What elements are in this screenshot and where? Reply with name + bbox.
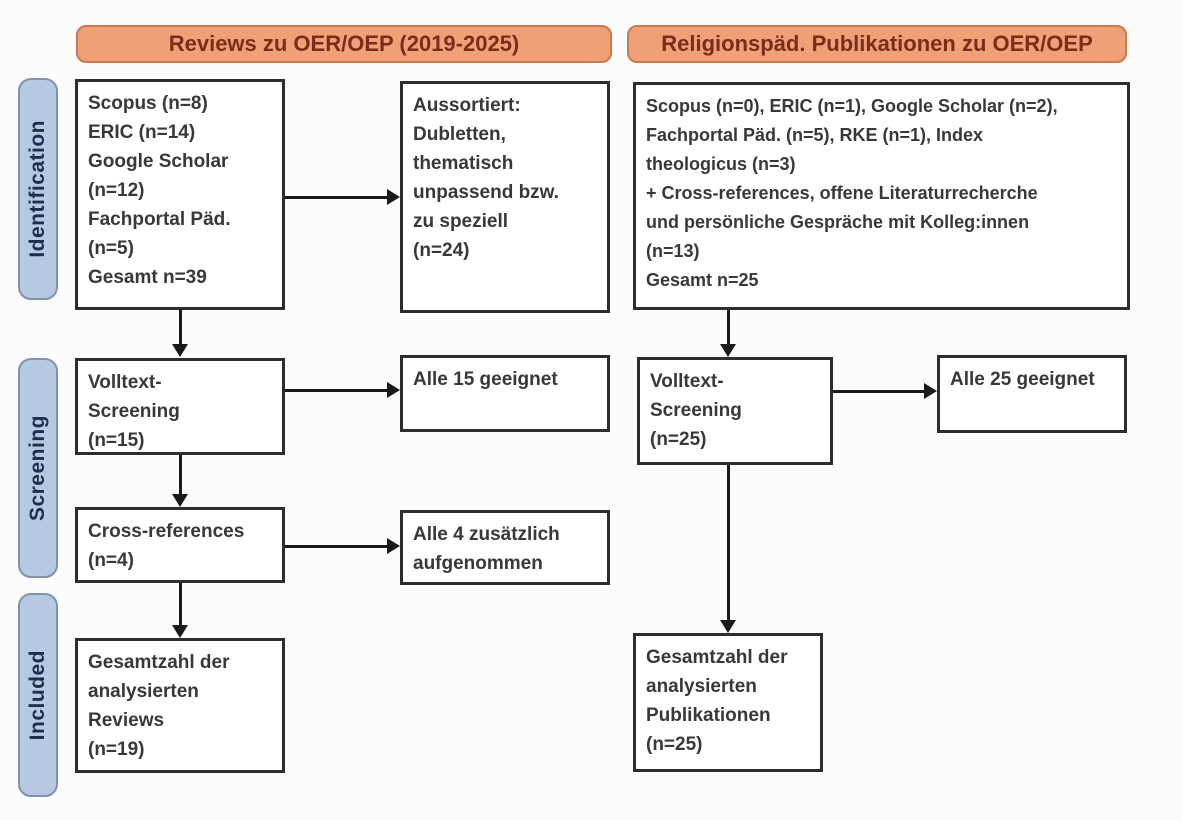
box-left-fulltext-screening: Volltext- Screening (n=15): [75, 358, 285, 455]
arrow-left-crossref-to-added-line: [285, 545, 388, 548]
box-right-eligible: Alle 25 geeignet: [937, 355, 1127, 433]
stage-label-screening: Screening: [26, 414, 49, 522]
arrow-left-crossref-to-added-head: [387, 538, 400, 554]
arrow-left-fulltext-down-head: [172, 494, 188, 507]
arrow-left-crossref-down-head: [172, 625, 188, 638]
arrow-right-fulltext-down-line: [727, 465, 730, 621]
column-header-religionspaed: Religionspäd. Publikationen zu OER/OEP: [627, 25, 1127, 63]
arrow-left-fulltext-to-eligible-line: [285, 389, 388, 392]
box-right-total-included: Gesamtzahl der analysierten Publikatione…: [633, 633, 823, 772]
box-right-sources: Scopus (n=0), ERIC (n=1), Google Scholar…: [633, 82, 1130, 310]
box-left-eligible: Alle 15 geeignet: [400, 355, 610, 432]
stage-label-identification: Identification: [26, 120, 49, 258]
arrow-left-sources-down-head: [172, 344, 188, 357]
column-header-reviews: Reviews zu OER/OEP (2019-2025): [76, 25, 612, 63]
stage-pill-screening: Screening: [18, 358, 58, 578]
box-right-fulltext-screening: Volltext- Screening (n=25): [637, 357, 833, 465]
arrow-left-crossref-down-line: [179, 583, 182, 626]
stage-label-included: Included: [26, 649, 49, 741]
stage-pill-included: Included: [18, 593, 58, 797]
box-left-sources: Scopus (n=8) ERIC (n=14) Google Scholar …: [75, 79, 285, 310]
box-left-total-included: Gesamtzahl der analysierten Reviews (n=1…: [75, 638, 285, 773]
arrow-right-fulltext-down-head: [720, 620, 736, 633]
arrow-right-sources-down-head: [720, 344, 736, 357]
box-left-sorted-out: Aussortiert: Dubletten, thematisch unpas…: [400, 81, 610, 313]
arrow-left-fulltext-to-eligible-head: [387, 382, 400, 398]
box-left-added: Alle 4 zusätzlich aufgenommen: [400, 510, 610, 585]
box-left-crossreferences: Cross-references (n=4): [75, 507, 285, 583]
arrow-left-sources-down-line: [179, 310, 182, 345]
arrow-right-fulltext-to-eligible-line: [833, 390, 925, 393]
arrow-right-sources-down-line: [727, 310, 730, 345]
arrow-left-fulltext-down-line: [179, 455, 182, 495]
arrow-right-fulltext-to-eligible-head: [924, 383, 937, 399]
arrow-left-sources-to-sorted-line: [285, 196, 388, 199]
arrow-left-sources-to-sorted-head: [387, 189, 400, 205]
stage-pill-identification: Identification: [18, 78, 58, 300]
